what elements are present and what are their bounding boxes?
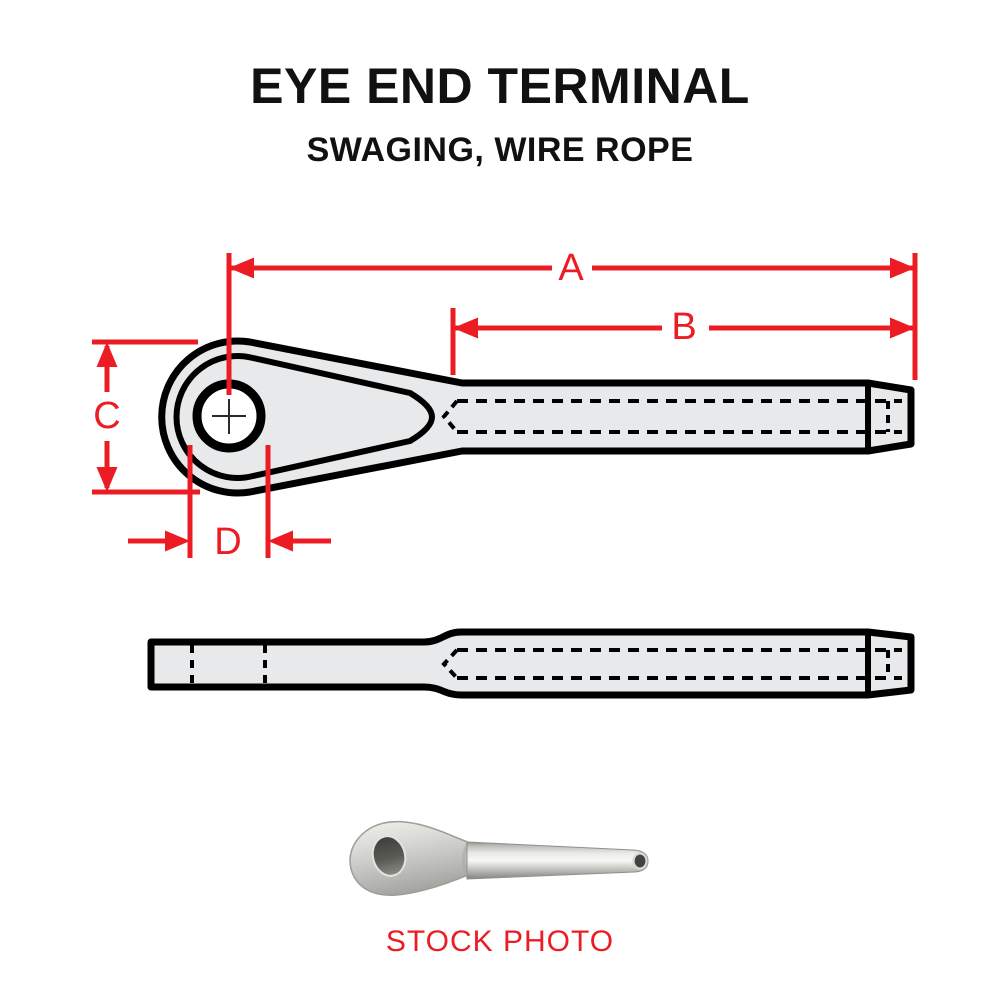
part-photo	[349, 820, 649, 896]
photo-shank	[466, 841, 649, 880]
arrowhead-left	[229, 257, 254, 279]
dimension-a	[226, 253, 918, 395]
dimension-label-d: D	[214, 521, 242, 563]
side-view-drawing	[147, 628, 915, 699]
side-view-outline	[147, 628, 915, 699]
arrowhead-right	[165, 530, 190, 552]
arrowhead-left	[268, 530, 293, 552]
arrowhead-left	[453, 317, 478, 339]
dimension-c	[92, 339, 200, 495]
page-subtitle: SWAGING, WIRE ROPE	[306, 131, 694, 169]
arrowhead-right	[890, 317, 915, 339]
dimension-label-b: B	[671, 306, 697, 348]
arrowhead-right	[890, 257, 915, 279]
arrowhead-down	[96, 467, 118, 492]
dimension-d	[128, 445, 331, 558]
arrowhead-up	[96, 342, 118, 367]
center-crosshair	[212, 399, 246, 434]
dimension-b	[450, 308, 915, 375]
photo-tip-bore	[632, 852, 648, 870]
photo-eye-plate	[349, 820, 487, 896]
page-title: EYE END TERMINAL	[250, 58, 750, 114]
stock-photo-label: STOCK PHOTO	[385, 925, 615, 958]
hidden-bore-lines	[441, 648, 902, 680]
hidden-hole-lines	[190, 645, 267, 685]
dimension-label-a: A	[558, 247, 584, 289]
hidden-bore-lines	[441, 399, 902, 434]
dimension-label-c: C	[93, 395, 121, 437]
photo-eye-hole	[371, 835, 407, 877]
top-view-drawing	[158, 337, 915, 497]
eye-inner-contour	[173, 353, 435, 481]
